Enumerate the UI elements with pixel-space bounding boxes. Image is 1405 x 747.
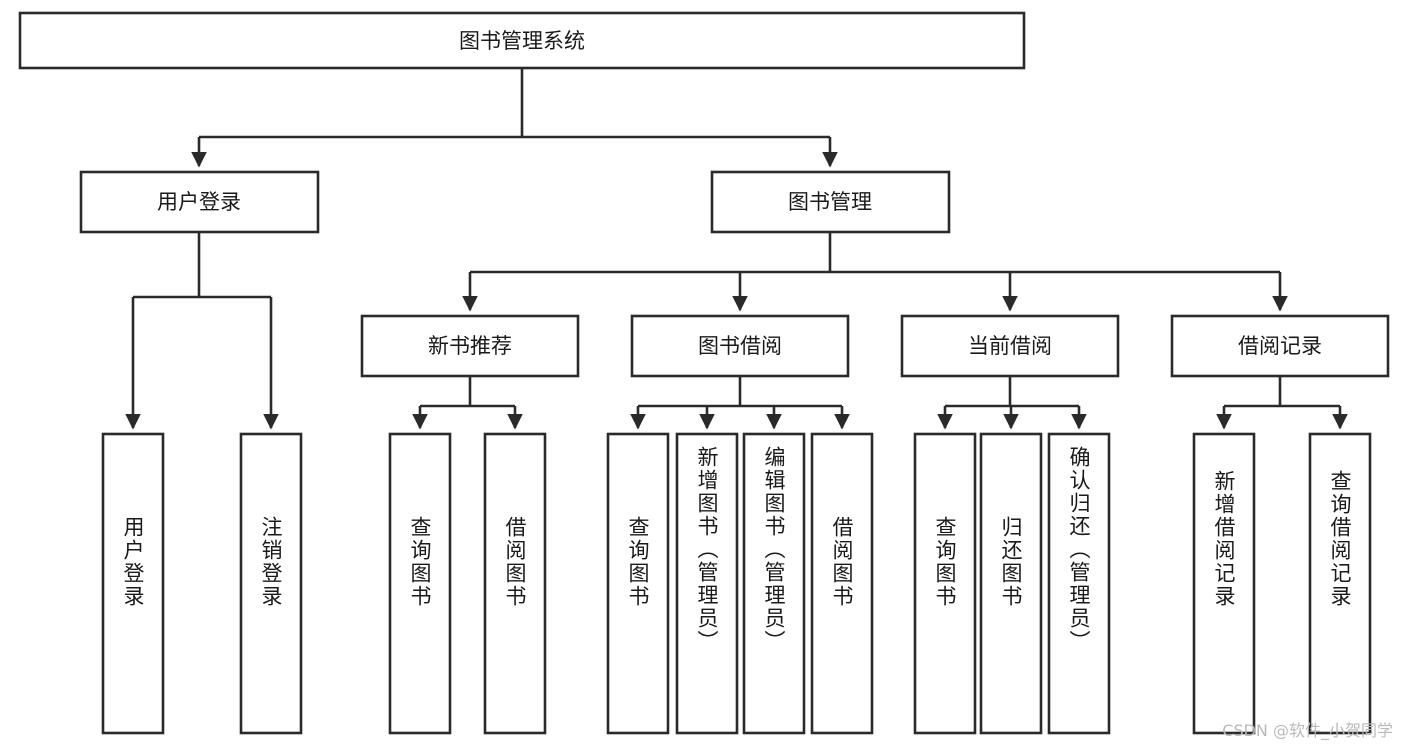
leaf-book-borrow-4-box [810, 432, 874, 735]
leaf-borrow-record-2[interactable]: 查询借阅记录 [1308, 432, 1372, 735]
node-borrow-record[interactable]: 借阅记录 [1170, 314, 1390, 378]
leaf-current-borrow-2-label: 归还图书 [999, 516, 1023, 608]
leaf-new-book-2[interactable]: 借阅图书 [483, 432, 547, 735]
leaf-new-book-2-box [483, 432, 547, 735]
node-book-manage[interactable]: 图书管理 [710, 170, 951, 234]
leaf-book-borrow-3-label: 编辑图书（管理员） [762, 446, 786, 653]
leaf-current-borrow-2-box [979, 432, 1043, 735]
node-root[interactable]: 图书管理系统 [18, 11, 1026, 70]
leaf-book-borrow-4[interactable]: 借阅图书 [810, 432, 874, 735]
node-root-label: 图书管理系统 [459, 29, 585, 53]
node-user-login-box [79, 170, 320, 234]
leaf-book-borrow-4-label: 借阅图书 [830, 516, 854, 608]
node-book-manage-box [710, 170, 951, 234]
connectors [125, 68, 1348, 430]
leaf-book-borrow-1-box [606, 432, 670, 735]
node-book-manage-label: 图书管理 [788, 190, 872, 214]
leaf-current-borrow-1[interactable]: 查询图书 [913, 432, 977, 735]
node-book-borrow-box [630, 314, 850, 378]
leaf-borrow-record-1[interactable]: 新增借阅记录 [1192, 432, 1256, 735]
watermark-text: CSDN @软件_小贺同学 [1222, 721, 1393, 740]
leaf-new-book-1-box [388, 432, 452, 735]
leaf-current-borrow-3-box [1047, 432, 1111, 735]
leaf-borrow-record-1-box [1192, 432, 1256, 735]
leaf-book-borrow-2[interactable]: 新增图书（管理员） [675, 432, 739, 735]
leaf-user-login-1-label: 用户登录 [121, 516, 145, 608]
leaf-book-borrow-3-box [742, 432, 806, 735]
node-current-borrow-box [900, 314, 1120, 378]
leaf-user-login-1-box [101, 432, 165, 735]
node-new-book-recommend-box [360, 314, 580, 378]
leaf-user-login-2-label: 注销登录 [259, 516, 283, 608]
node-borrow-record-box [1170, 314, 1390, 378]
node-new-book-recommend-label: 新书推荐 [428, 334, 512, 358]
leaf-user-login-1[interactable]: 用户登录 [101, 432, 165, 735]
leaf-current-borrow-2[interactable]: 归还图书 [979, 432, 1043, 735]
node-current-borrow-label: 当前借阅 [968, 334, 1052, 358]
leaf-book-borrow-2-box [675, 432, 739, 735]
node-user-login-label: 用户登录 [157, 190, 241, 214]
leaf-book-borrow-1[interactable]: 查询图书 [606, 432, 670, 735]
leaf-new-book-1[interactable]: 查询图书 [388, 432, 452, 735]
leaf-borrow-record-1-label: 新增借阅记录 [1212, 470, 1236, 608]
leaf-book-borrow-2-label: 新增图书（管理员） [695, 446, 719, 653]
leaf-new-book-1-label: 查询图书 [408, 516, 432, 608]
node-book-borrow-label: 图书借阅 [698, 334, 782, 358]
node-user-login[interactable]: 用户登录 [79, 170, 320, 234]
leaf-user-login-2-box [239, 432, 303, 735]
leaf-borrow-record-2-label: 查询借阅记录 [1328, 470, 1352, 608]
leaf-new-book-2-label: 借阅图书 [503, 516, 527, 608]
node-new-book-recommend[interactable]: 新书推荐 [360, 314, 580, 378]
leaf-user-login-2[interactable]: 注销登录 [239, 432, 303, 735]
node-book-borrow[interactable]: 图书借阅 [630, 314, 850, 378]
node-current-borrow[interactable]: 当前借阅 [900, 314, 1120, 378]
leaf-book-borrow-3[interactable]: 编辑图书（管理员） [742, 432, 806, 735]
node-root-box [18, 11, 1026, 70]
leaf-current-borrow-1-label: 查询图书 [933, 516, 957, 608]
leaf-borrow-record-2-box [1308, 432, 1372, 735]
leaf-current-borrow-3[interactable]: 确认归还（管理员） [1047, 432, 1111, 735]
node-borrow-record-label: 借阅记录 [1238, 334, 1322, 358]
leaf-current-borrow-3-label: 确认归还（管理员） [1067, 446, 1091, 653]
leaf-book-borrow-1-label: 查询图书 [626, 516, 650, 608]
leaf-current-borrow-1-box [913, 432, 977, 735]
